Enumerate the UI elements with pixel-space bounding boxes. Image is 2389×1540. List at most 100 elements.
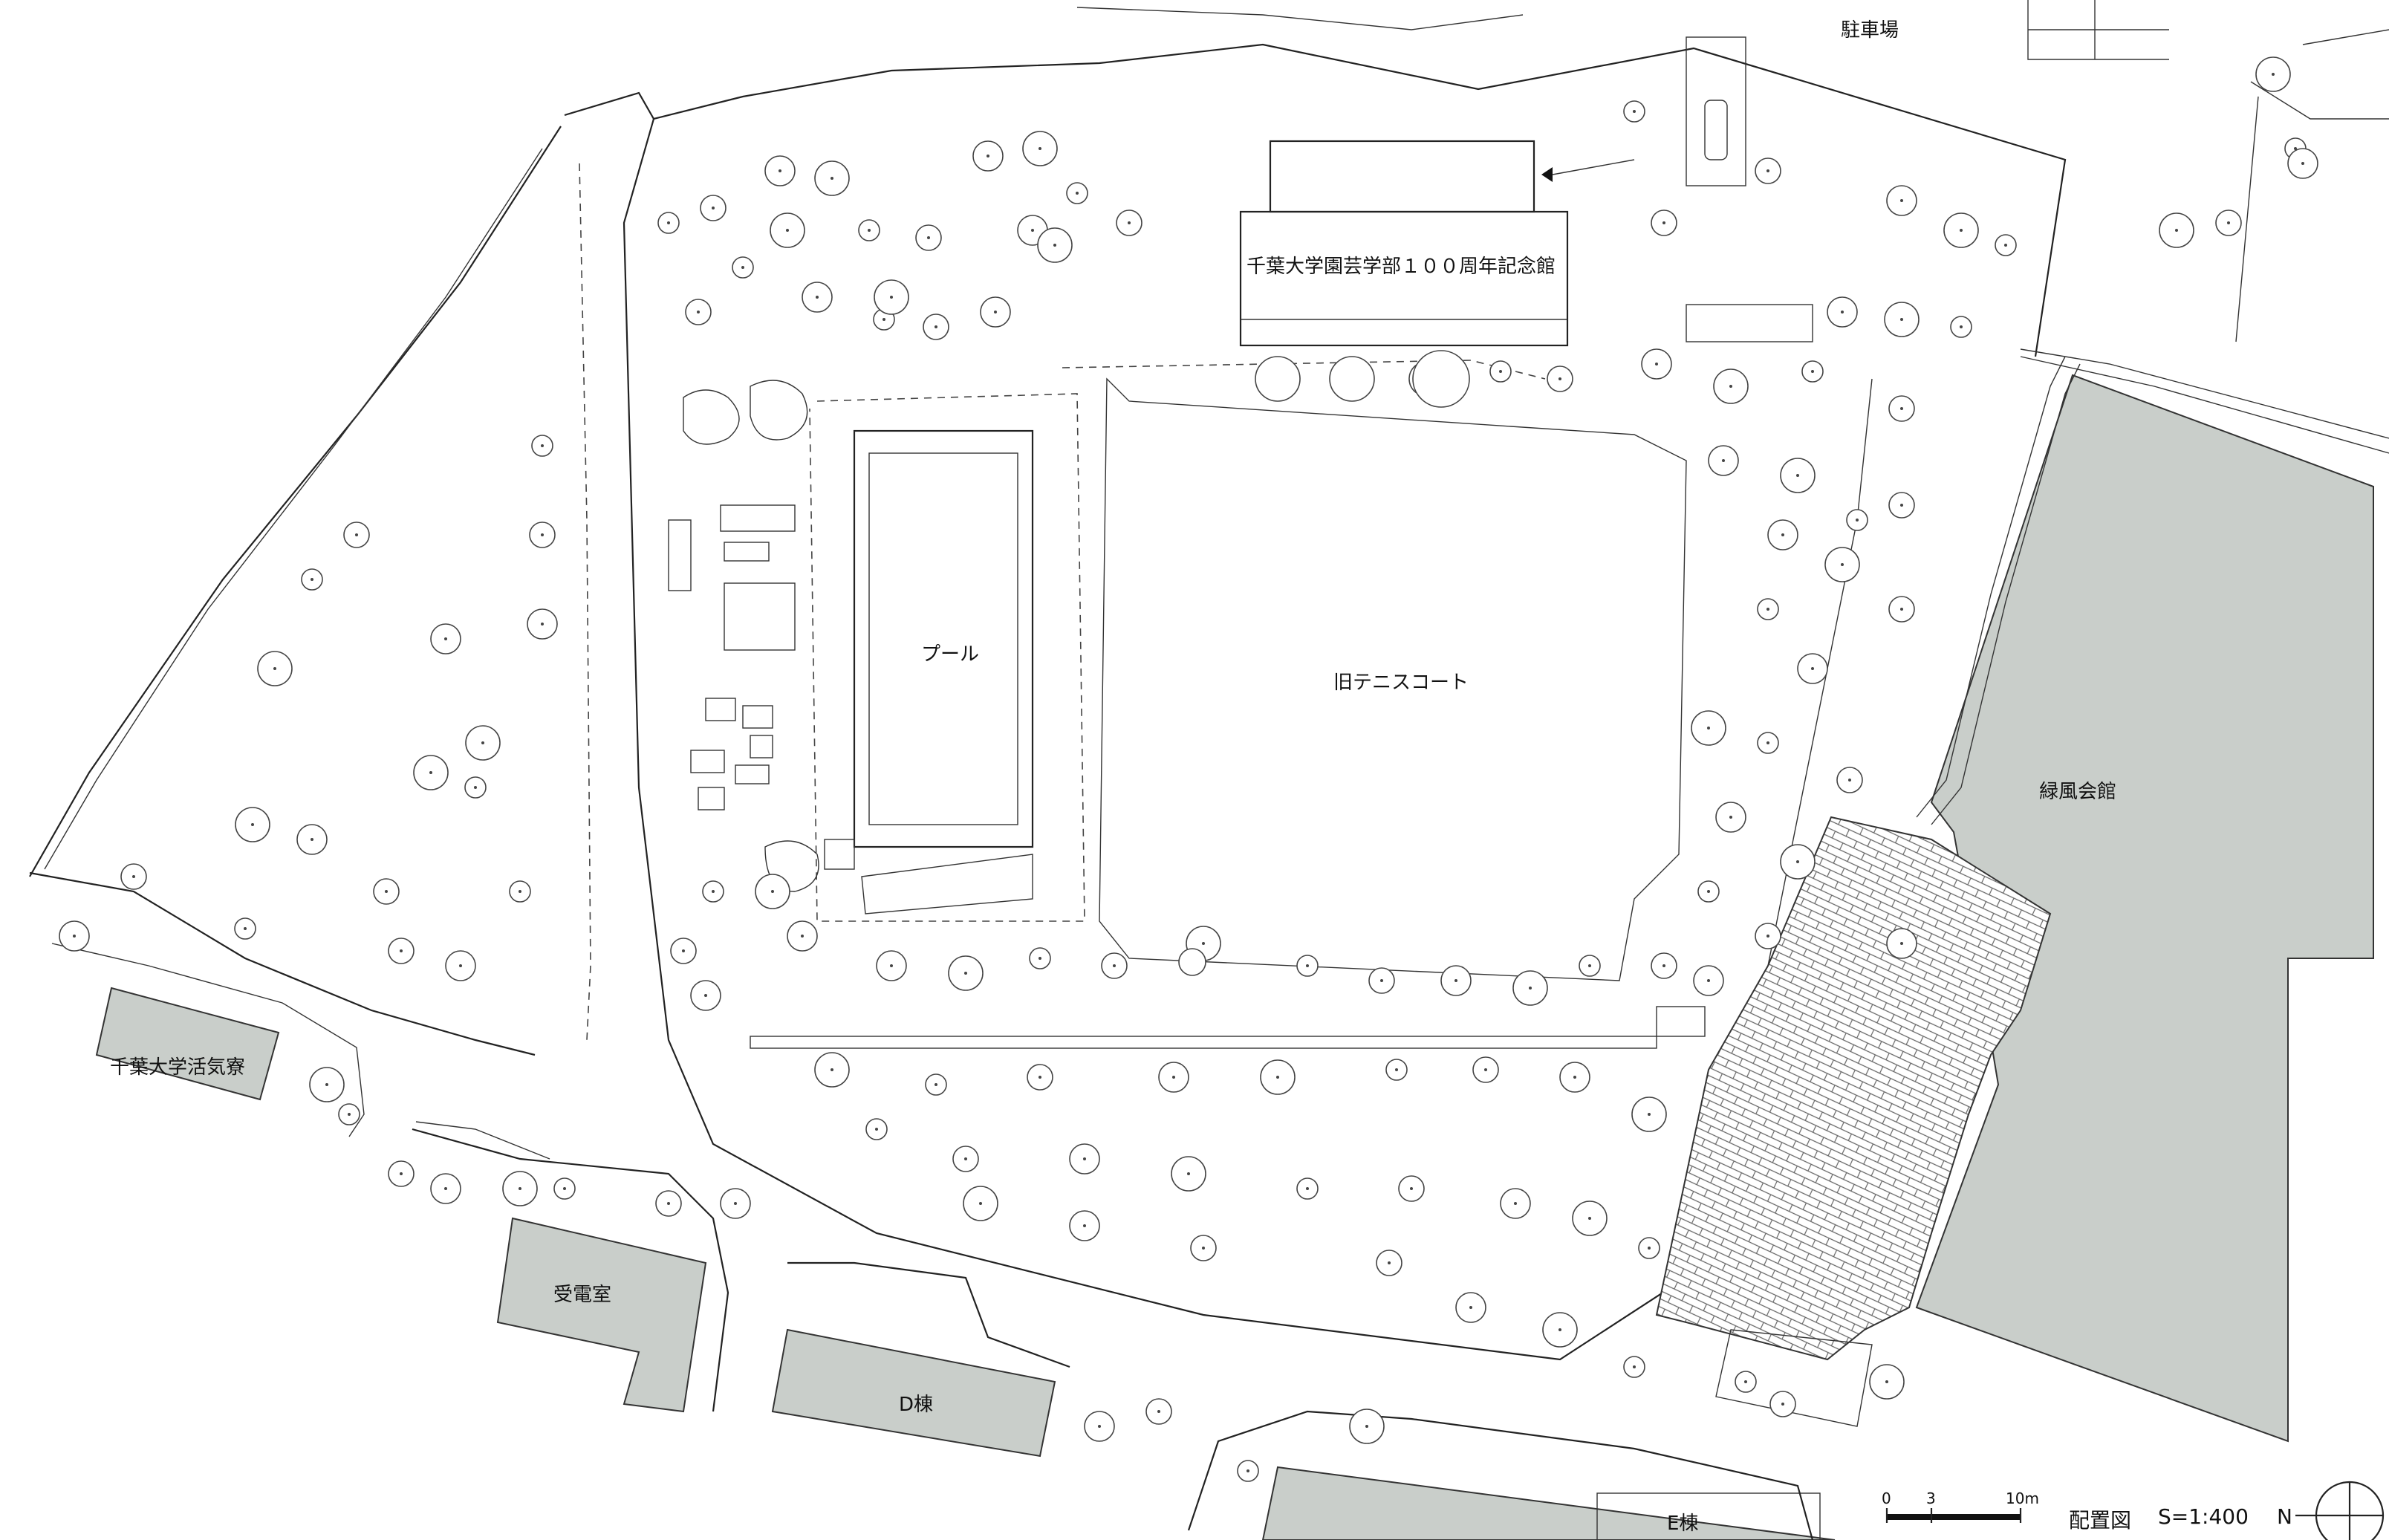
tree-center-dot <box>1900 504 1903 507</box>
tree-center-dot <box>771 890 774 893</box>
tree-center-dot <box>1573 1076 1576 1079</box>
tree-center-dot <box>704 994 707 997</box>
tree-center-dot <box>519 1187 521 1190</box>
memorial-hall-upper-block <box>1269 140 1535 213</box>
substation-building <box>496 1217 707 1413</box>
tree-center-dot <box>927 236 930 239</box>
tree-center-dot <box>1796 860 1799 863</box>
tree-center-dot <box>1885 1380 1888 1383</box>
tree-center-dot <box>385 890 388 893</box>
tree-center-dot <box>1202 942 1205 945</box>
paved-plaza <box>1655 816 2052 1361</box>
drawing-scale: S=1:400 <box>2158 1504 2249 1529</box>
tree-center-dot <box>132 875 135 878</box>
tree-center-dot <box>697 311 700 313</box>
tree-center-dot <box>481 741 484 744</box>
tree-center-dot <box>816 296 819 299</box>
tree-center-dot <box>890 296 893 299</box>
tree-center-dot <box>1856 519 1859 522</box>
tree-center-dot <box>1306 964 1309 967</box>
tree-center-dot <box>667 1202 670 1205</box>
tree-center-dot <box>541 533 544 536</box>
tree-center-dot <box>1588 1217 1591 1220</box>
tree-center-dot <box>1744 1380 1747 1383</box>
tree-center-dot <box>541 444 544 447</box>
tree-center-dot <box>459 964 462 967</box>
tree-center-dot <box>541 623 544 626</box>
tree-center-dot <box>2294 147 2297 150</box>
steps-east <box>1656 1006 1706 1037</box>
tree-center-dot <box>2175 229 2178 232</box>
pool-basin-inner <box>868 452 1018 825</box>
tree-center-dot <box>1960 229 1963 232</box>
entrance-arrow-icon <box>1541 167 1553 182</box>
tree-center-dot <box>1766 608 1769 611</box>
tree-center-dot <box>1662 964 1665 967</box>
label-ryokufu-hall: 緑風会館 <box>2039 781 2117 803</box>
tree-center-dot <box>831 1068 833 1071</box>
tree-center-dot <box>987 155 989 157</box>
north-label: N <box>2277 1504 2292 1529</box>
tree-center-dot <box>1707 727 1710 730</box>
tree-center-dot <box>1083 1224 1086 1227</box>
tree-center-dot <box>1365 1425 1368 1428</box>
drawing-title: 配置図 <box>2069 1508 2132 1533</box>
tree-center-dot <box>979 1202 982 1205</box>
scale-bar <box>1887 1514 2021 1520</box>
scale-tick-0: 0 <box>1882 1489 1891 1507</box>
tree-center-dot <box>2004 244 2007 247</box>
tree-center-dot <box>1039 1076 1041 1079</box>
tree-center-dot <box>883 318 885 321</box>
tree-center-dot <box>1558 1328 1561 1331</box>
tree-group <box>59 56 2318 1482</box>
tree-center-dot <box>1388 1261 1391 1264</box>
tree-center-dot <box>1900 942 1903 945</box>
building-e <box>1261 1466 1836 1540</box>
tree-center-dot <box>1306 1187 1309 1190</box>
tree-center-dot <box>1766 935 1769 938</box>
dormitory-building <box>95 987 280 1101</box>
tree-center-dot <box>1900 199 1903 202</box>
tree-center-dot <box>1841 311 1844 313</box>
tree-center-dot <box>1648 1113 1651 1116</box>
parking-lot <box>1686 36 1746 186</box>
building-e-outline <box>1596 1492 1821 1540</box>
tree-center-dot <box>1039 957 1041 960</box>
tennis-court-area <box>1099 377 1687 981</box>
tree-center-dot <box>1796 474 1799 477</box>
long-bench <box>750 1036 1657 1049</box>
tree-center-dot <box>563 1187 566 1190</box>
label-building-d: D棟 <box>899 1394 934 1416</box>
tree-center-dot <box>1781 533 1784 536</box>
tree-center-dot <box>1499 370 1502 373</box>
tree-center-dot <box>355 533 358 536</box>
tree-center-dot <box>325 1083 328 1086</box>
tree-center-dot <box>1633 1365 1636 1368</box>
tree-center-dot <box>1729 385 1732 388</box>
tree-center-dot <box>1841 563 1844 566</box>
tree-center-dot <box>1380 979 1383 982</box>
tree-center-dot <box>2301 162 2304 165</box>
tree-center-dot <box>1039 147 1041 150</box>
label-building-e: E棟 <box>1667 1513 1699 1535</box>
tree-center-dot <box>348 1113 351 1116</box>
memorial-hall-main-block <box>1239 210 1569 347</box>
tree-center-dot <box>1187 1172 1190 1175</box>
tree-center-dot <box>273 667 276 670</box>
label-memorial-hall: 千葉大学園芸学部１００周年記念館 <box>1246 256 1556 278</box>
tree-center-dot <box>1633 110 1636 113</box>
tree-center-dot <box>1276 1076 1279 1079</box>
large-tree-icon <box>1178 948 1206 976</box>
scale-tick-10m: 10m <box>2006 1489 2039 1507</box>
tree-center-dot <box>2227 221 2230 224</box>
tree-center-dot <box>444 637 447 640</box>
tree-center-dot <box>1157 1410 1160 1413</box>
label-pool: プール <box>921 643 980 666</box>
tree-center-dot <box>712 207 715 209</box>
tree-center-dot <box>682 949 685 952</box>
tree-center-dot <box>786 229 789 232</box>
tree-center-dot <box>244 927 247 930</box>
large-tree-icon <box>1412 350 1470 408</box>
tree-center-dot <box>1128 221 1131 224</box>
